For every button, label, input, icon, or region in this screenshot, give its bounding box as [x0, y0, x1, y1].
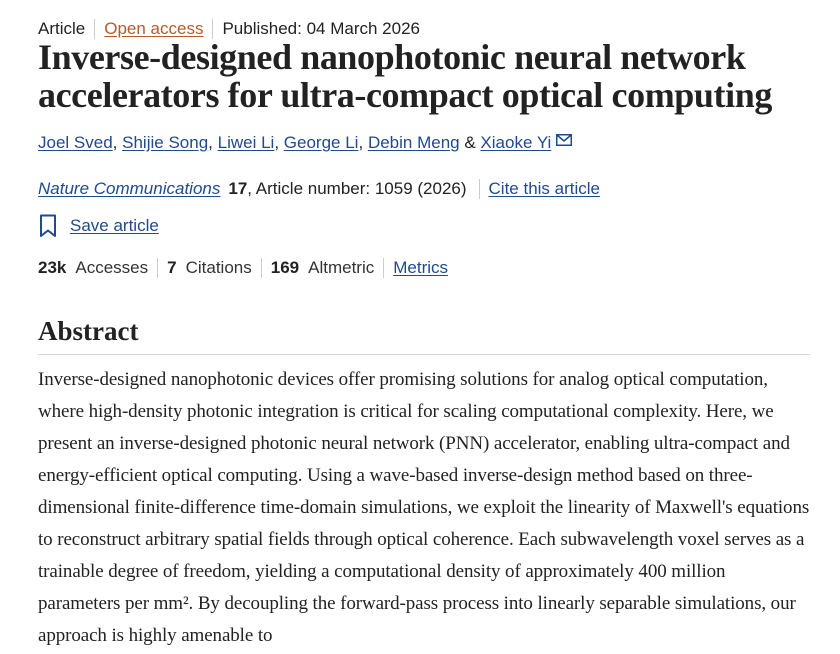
cite-article-link[interactable]: Cite this article [488, 179, 600, 198]
meta-divider [212, 19, 214, 39]
author-list: Joel Sved, Shijie Song, Liwei Li, George… [38, 132, 573, 154]
altmetric-count: 169 [270, 258, 300, 277]
journal-divider [478, 179, 480, 199]
author-link[interactable]: Liwei Li [217, 133, 275, 152]
author-link[interactable]: Xiaoke Yi [480, 133, 552, 152]
altmetric-label: Altmetric [308, 258, 375, 277]
meta-divider [94, 19, 96, 39]
journal-link[interactable]: Nature Communications [38, 179, 221, 198]
save-article-button[interactable]: Save article [38, 214, 159, 238]
metrics-divider [157, 258, 159, 278]
metrics-divider [260, 258, 262, 278]
published-date: Published: 04 March 2026 [222, 19, 420, 38]
citations-count: 7 [167, 258, 177, 277]
metrics-divider [383, 258, 385, 278]
accesses-count: 23k [38, 258, 67, 277]
article-metrics: 23k Accesses 7 Citations 169 Altmetric M… [38, 257, 448, 279]
mail-icon[interactable] [556, 134, 573, 146]
citations-label: Citations [185, 258, 252, 277]
metrics-link[interactable]: Metrics [393, 258, 449, 277]
author-link[interactable]: Debin Meng [367, 133, 460, 152]
article-meta: Article Open access Published: 04 March … [38, 18, 420, 40]
journal-info: Nature Communications 17 , Article numbe… [38, 178, 600, 200]
article-number: , Article number: 1059 (2026) [247, 179, 467, 198]
section-divider [38, 354, 810, 355]
article-title: Inverse-designed nanophotonic neural net… [38, 37, 772, 115]
abstract-text: Inverse-designed nanophotonic devices of… [38, 369, 810, 646]
author-link[interactable]: Joel Sved [38, 133, 113, 152]
author-link[interactable]: Shijie Song [122, 133, 209, 152]
save-article-label[interactable]: Save article [70, 216, 159, 235]
accesses-label: Accesses [75, 258, 149, 277]
open-access-link[interactable]: Open access [104, 19, 204, 38]
journal-volume: 17 [228, 179, 248, 198]
abstract-heading: Abstract [38, 316, 139, 346]
author-link[interactable]: George Li [283, 133, 359, 152]
bookmark-icon [40, 214, 56, 237]
article-type: Article [38, 19, 86, 38]
